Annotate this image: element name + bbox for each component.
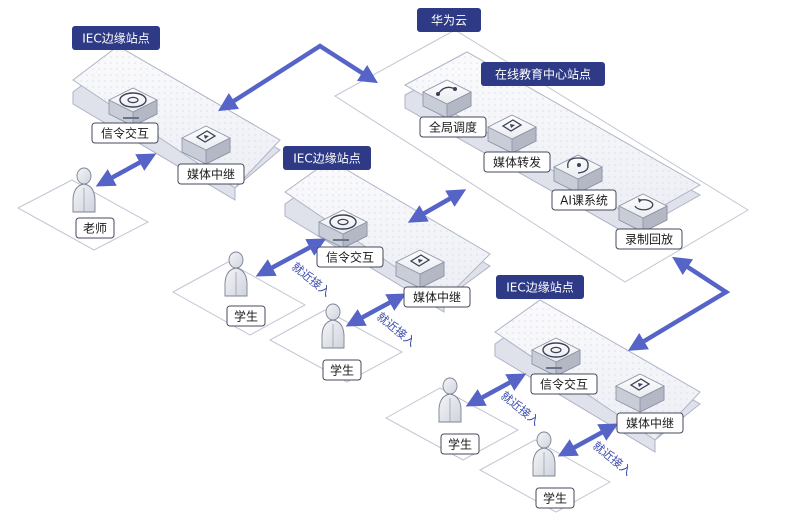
signaling-icon — [318, 209, 368, 249]
global-scheduling-icon — [422, 79, 472, 119]
edge-site-1-tag: IEC边缘站点 — [72, 26, 160, 50]
center-site-title: 在线教育中心站点 — [495, 67, 591, 82]
student-figure — [224, 251, 248, 297]
label-media-forwarding: 媒体转发 — [483, 151, 551, 173]
svg-text:信令交互: 信令交互 — [326, 250, 374, 265]
signaling-icon — [531, 337, 581, 377]
label-edge3-relay: 媒体中继 — [616, 412, 684, 434]
svg-text:媒体中继: 媒体中继 — [187, 167, 235, 182]
user-labels: 老师 学生 学生 学生 学生 — [75, 217, 575, 509]
teacher-figure — [72, 167, 96, 213]
arrow-edge2-center — [407, 189, 467, 223]
svg-text:全局调度: 全局调度 — [429, 120, 477, 135]
student-figure — [532, 431, 556, 477]
label-teacher: 老师 — [75, 217, 115, 239]
media-relay-icon — [615, 373, 665, 413]
arrow-student3-edge3 — [465, 373, 527, 407]
people — [72, 167, 556, 477]
edge-site-3-title: IEC边缘站点 — [506, 281, 574, 295]
svg-text:学生: 学生 — [448, 437, 472, 452]
svg-text:信令交互: 信令交互 — [540, 377, 588, 392]
signaling-icon — [108, 87, 158, 127]
edge-site-3-tag: IEC边缘站点 — [496, 275, 584, 299]
arrow-student2-edge2 — [345, 293, 407, 327]
svg-text:学生: 学生 — [330, 363, 354, 378]
arrow-teacher-edge1 — [95, 153, 157, 187]
svg-text:媒体中继: 媒体中继 — [626, 416, 674, 431]
label-edge3-signaling: 信令交互 — [530, 373, 598, 395]
label-student-2: 学生 — [322, 359, 362, 381]
service-labels: 全局调度 媒体转发 AI课系统 录制回放 信令交互 媒体中继 信令交互 媒体 — [91, 116, 684, 434]
arrow-edge3-center — [627, 256, 731, 351]
student-figure — [438, 377, 462, 423]
label-edge2-signaling: 信令交互 — [316, 246, 384, 268]
svg-text:老师: 老师 — [83, 222, 107, 236]
media-forwarding-icon — [487, 114, 537, 154]
svg-text:学生: 学生 — [543, 491, 567, 506]
service-icons — [108, 79, 668, 413]
arrow-student4-edge3 — [557, 423, 619, 457]
cloud-title-tag: 华为云 — [417, 8, 481, 32]
title-tags: 华为云 在线教育中心站点 IEC边缘站点 IEC边缘站点 IEC边缘站点 — [72, 8, 605, 299]
label-ai-class: AI课系统 — [551, 189, 617, 211]
label-recording-playback: 录制回放 — [615, 228, 683, 250]
label-global-scheduling: 全局调度 — [419, 116, 487, 138]
media-relay-icon — [181, 125, 231, 165]
center-site-tag: 在线教育中心站点 — [481, 62, 605, 86]
center-site-platform — [403, 51, 702, 241]
svg-text:录制回放: 录制回放 — [625, 232, 673, 247]
svg-text:AI课系统: AI课系统 — [560, 194, 608, 208]
label-student-1: 学生 — [226, 305, 266, 327]
edge-site-1-title: IEC边缘站点 — [82, 32, 150, 46]
edge-site-2-title: IEC边缘站点 — [293, 152, 361, 166]
label-edge1-signaling: 信令交互 — [91, 122, 159, 144]
arrow-edge1-cloud — [218, 43, 378, 112]
svg-text:学生: 学生 — [234, 309, 258, 324]
connection-arrows — [95, 43, 731, 457]
arrow-student1-edge2 — [255, 238, 327, 277]
cloud-title: 华为云 — [431, 14, 467, 28]
label-edge2-relay: 媒体中继 — [403, 286, 471, 308]
label-student-3: 学生 — [440, 433, 480, 455]
svg-text:信令交互: 信令交互 — [101, 126, 149, 141]
media-relay-icon — [395, 249, 445, 289]
label-edge1-relay: 媒体中继 — [177, 163, 245, 185]
ai-class-icon — [553, 154, 603, 194]
svg-text:媒体转发: 媒体转发 — [493, 155, 541, 170]
label-student-4: 学生 — [535, 487, 575, 509]
student-figure — [321, 303, 345, 349]
edge-site-2-tag: IEC边缘站点 — [283, 146, 371, 170]
recording-playback-icon — [618, 193, 668, 233]
svg-text:媒体中继: 媒体中继 — [413, 290, 461, 305]
access-label-4: 就近接入 — [590, 438, 635, 478]
